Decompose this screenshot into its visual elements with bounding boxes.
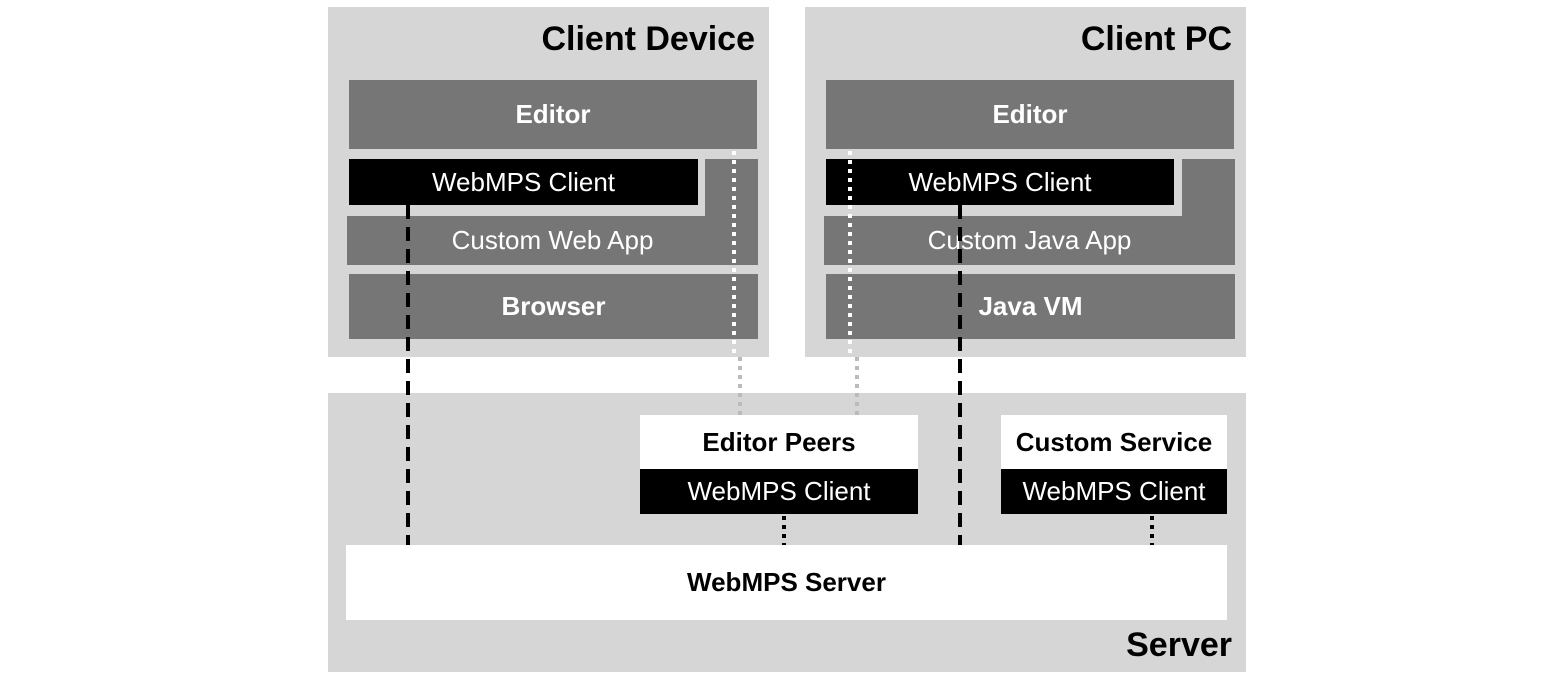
editor-peers-box: Editor Peers	[640, 415, 918, 469]
client-pc-app-tab	[1182, 159, 1235, 219]
client-device-webmps-client: WebMPS Client	[349, 159, 698, 205]
client-pc-webmps-client: WebMPS Client	[826, 159, 1174, 205]
client-device-custom-web-app: Custom Web App	[347, 216, 758, 265]
editor-peers-webmps-client: WebMPS Client	[640, 469, 918, 514]
client-pc-custom-java-app: Custom Java App	[824, 216, 1235, 265]
webmps-server-box: WebMPS Server	[346, 545, 1227, 620]
client-pc-title: Client PC	[1080, 20, 1232, 58]
custom-service-box: Custom Service	[1001, 415, 1227, 469]
client-device-browser: Browser	[349, 274, 758, 339]
server-title: Server	[1126, 626, 1232, 664]
client-device-app-tab	[705, 159, 758, 219]
client-pc-java-vm: Java VM	[826, 274, 1235, 339]
client-device-editor: Editor	[349, 80, 757, 149]
client-pc-editor: Editor	[826, 80, 1234, 149]
client-device-title: Client Device	[541, 20, 755, 58]
custom-service-webmps-client: WebMPS Client	[1001, 469, 1227, 514]
